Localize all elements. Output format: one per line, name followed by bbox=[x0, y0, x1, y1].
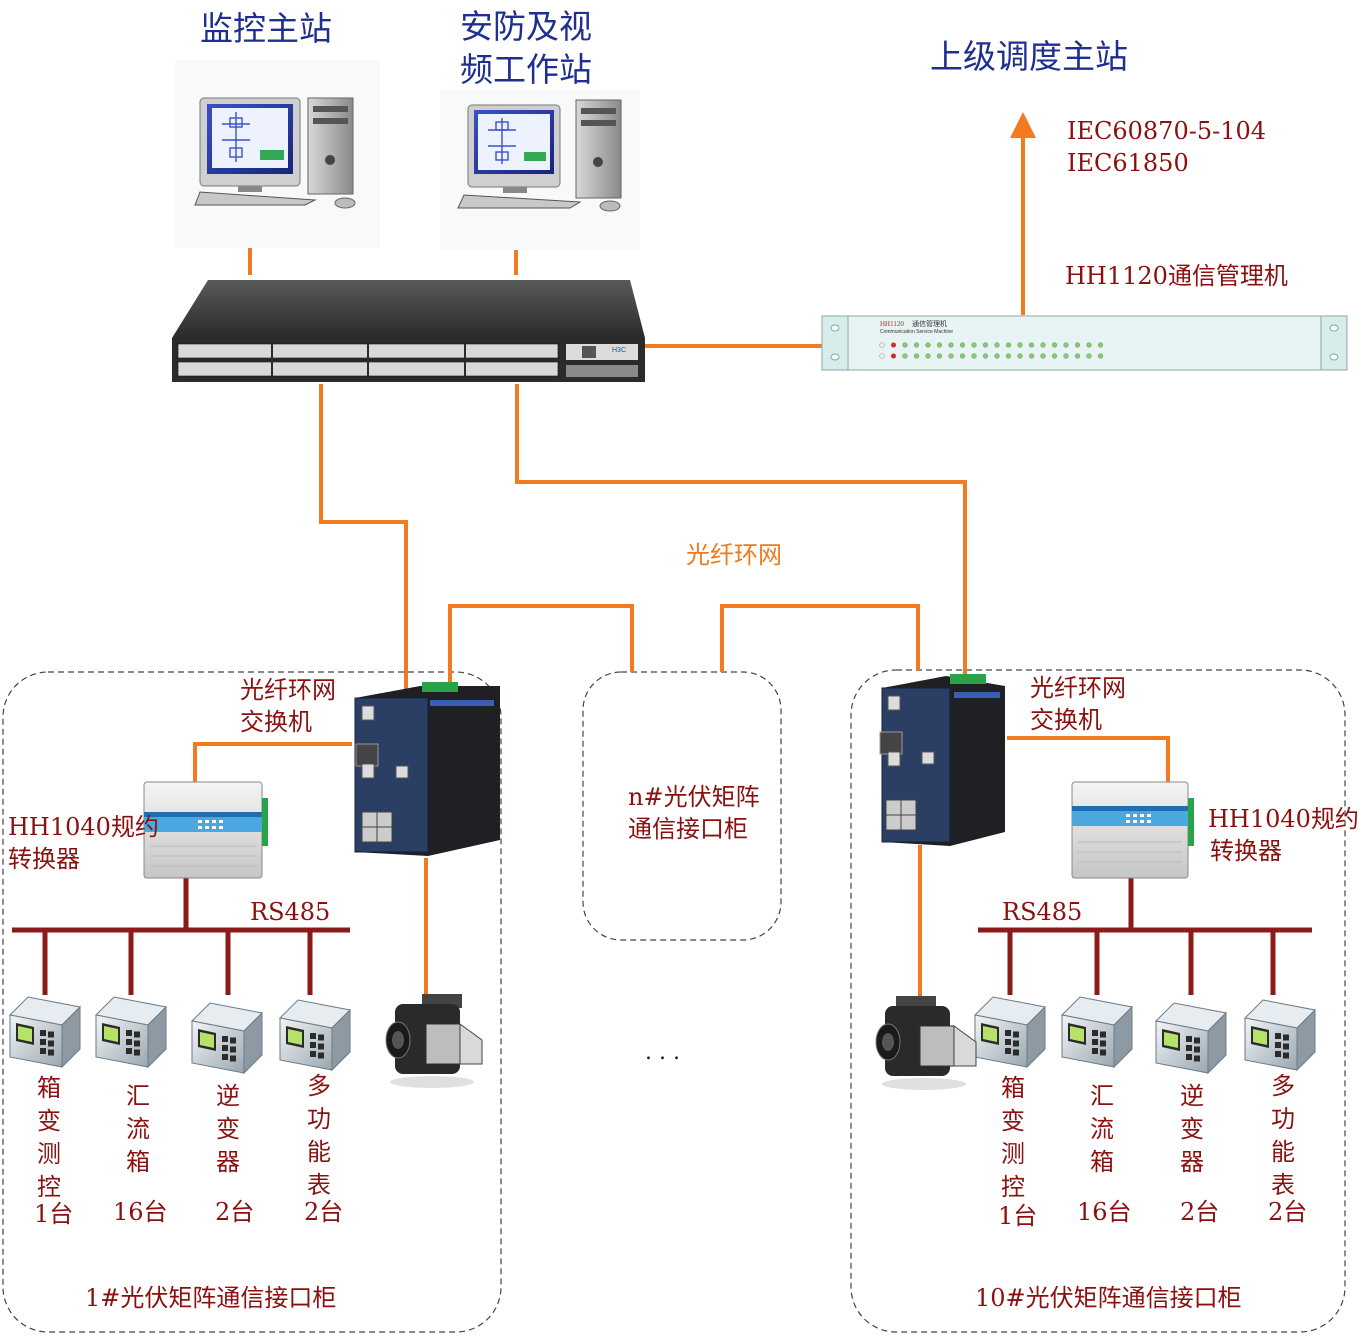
device-left-3-count: 2台 bbox=[215, 1198, 255, 1226]
cabinet-middle-line1: n#光伏矩阵 bbox=[628, 783, 760, 811]
monitor-station-title: 监控主站 bbox=[200, 9, 332, 48]
device-right-3-count: 2台 bbox=[1180, 1198, 1220, 1226]
ring-switch-right bbox=[879, 674, 1005, 846]
field-devices-left bbox=[8, 996, 352, 1075]
cabinet-left-outline bbox=[2, 671, 502, 1333]
cabinet-middle-outline bbox=[582, 671, 782, 941]
upward-arrow-icon bbox=[1010, 112, 1036, 138]
ring-switch-right-label-line1: 光纤环网 bbox=[1030, 674, 1126, 702]
field-device-icon bbox=[1154, 1002, 1228, 1075]
rs485-bus-right bbox=[978, 878, 1312, 995]
device-right-3-name: 逆变器 bbox=[1180, 1082, 1204, 1176]
device-right-1-count: 1台 bbox=[998, 1202, 1038, 1230]
comm-manager-panel-subtitle: Communication Service Machine bbox=[880, 329, 953, 335]
cabinet-left-footer: 1#光伏矩阵通信接口柜 bbox=[85, 1284, 337, 1312]
fiber-ring-label: 光纤环网 bbox=[686, 541, 782, 569]
device-left-2-count: 16台 bbox=[113, 1198, 168, 1226]
protocol-converter-right bbox=[1071, 781, 1194, 879]
device-right-4-name: 多功能表 bbox=[1271, 1072, 1295, 1199]
converter-right-label-line1: HH1040规约 bbox=[1208, 805, 1359, 833]
device-right-2-name: 汇流箱 bbox=[1090, 1082, 1114, 1176]
monitor-station-computer bbox=[175, 60, 380, 248]
video-camera-left-icon bbox=[385, 994, 483, 1088]
comm-manager-panel-model: HH1120 bbox=[880, 320, 904, 328]
comm-manager-panel-name: 通信管理机 bbox=[912, 319, 947, 328]
device-left-1-count: 1台 bbox=[34, 1200, 74, 1228]
field-device-icon bbox=[973, 996, 1047, 1069]
protocol-iec61850: IEC61850 bbox=[1067, 149, 1189, 177]
cabinet-middle-line2: 通信接口柜 bbox=[628, 815, 748, 843]
protocol-iec104: IEC60870-5-104 bbox=[1067, 117, 1267, 145]
ring-switch-left-label-line1: 光纤环网 bbox=[240, 676, 336, 704]
security-video-title-line2: 频工作站 bbox=[460, 50, 592, 89]
rs485-left-label: RS485 bbox=[250, 898, 331, 926]
device-left-3-name: 逆变器 bbox=[216, 1082, 240, 1176]
field-device-icon bbox=[8, 996, 82, 1069]
main-ethernet-switch bbox=[172, 280, 645, 382]
device-right-4-count: 2台 bbox=[1268, 1198, 1308, 1226]
device-left-4-count: 2台 bbox=[304, 1198, 344, 1226]
converter-left-label-line1: HH1040规约 bbox=[8, 813, 159, 841]
field-device-icon bbox=[1060, 996, 1134, 1069]
converter-right-label-line2: 转换器 bbox=[1210, 837, 1282, 865]
protocol-converter-left bbox=[143, 781, 268, 879]
rs485-bus-left bbox=[12, 878, 350, 995]
comm-manager-device bbox=[821, 315, 1348, 371]
ring-switch-left-label-line2: 交换机 bbox=[240, 708, 312, 736]
device-left-2-name: 汇流箱 bbox=[126, 1082, 150, 1176]
field-device-icon bbox=[278, 999, 352, 1072]
device-right-1-name: 箱变测控 bbox=[1001, 1074, 1025, 1201]
security-video-computer bbox=[440, 90, 640, 250]
security-video-title-line1: 安防及视 bbox=[460, 7, 592, 46]
field-device-icon bbox=[1243, 999, 1317, 1072]
switch-brand-label: H3C bbox=[612, 347, 626, 354]
comm-manager-label: HH1120通信管理机 bbox=[1065, 262, 1288, 290]
device-right-2-count: 16台 bbox=[1077, 1198, 1132, 1226]
field-device-icon bbox=[94, 996, 168, 1069]
cabinet-right-footer: 10#光伏矩阵通信接口柜 bbox=[975, 1284, 1242, 1312]
fiber-links bbox=[193, 138, 1170, 1000]
ring-switch-right-label-line2: 交换机 bbox=[1030, 706, 1102, 734]
field-device-icon bbox=[190, 1002, 264, 1075]
video-camera-right-icon bbox=[875, 996, 977, 1090]
converter-left-label-line2: 转换器 bbox=[8, 845, 80, 873]
field-devices-right bbox=[973, 996, 1317, 1075]
cabinet-right-outline bbox=[850, 669, 1346, 1333]
rs485-right-label: RS485 bbox=[1002, 898, 1083, 926]
more-cabinets-ellipsis: . . . bbox=[645, 1040, 680, 1065]
upper-dispatch-title: 上级调度主站 bbox=[930, 37, 1128, 76]
device-left-4-name: 多功能表 bbox=[307, 1072, 331, 1199]
ring-switch-left bbox=[354, 682, 500, 856]
device-left-1-name: 箱变测控 bbox=[37, 1074, 61, 1201]
